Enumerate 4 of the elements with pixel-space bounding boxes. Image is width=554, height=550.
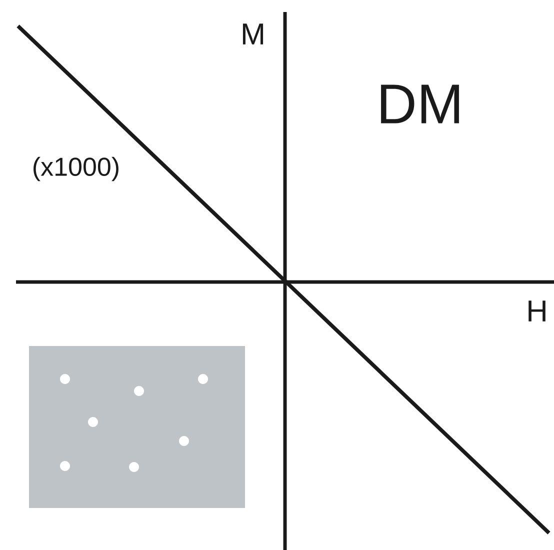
scale-label: (x1000) [34,156,118,182]
axis-label: M [242,24,264,44]
plot-label: DM [381,84,459,124]
axis-label: H [528,300,546,322]
